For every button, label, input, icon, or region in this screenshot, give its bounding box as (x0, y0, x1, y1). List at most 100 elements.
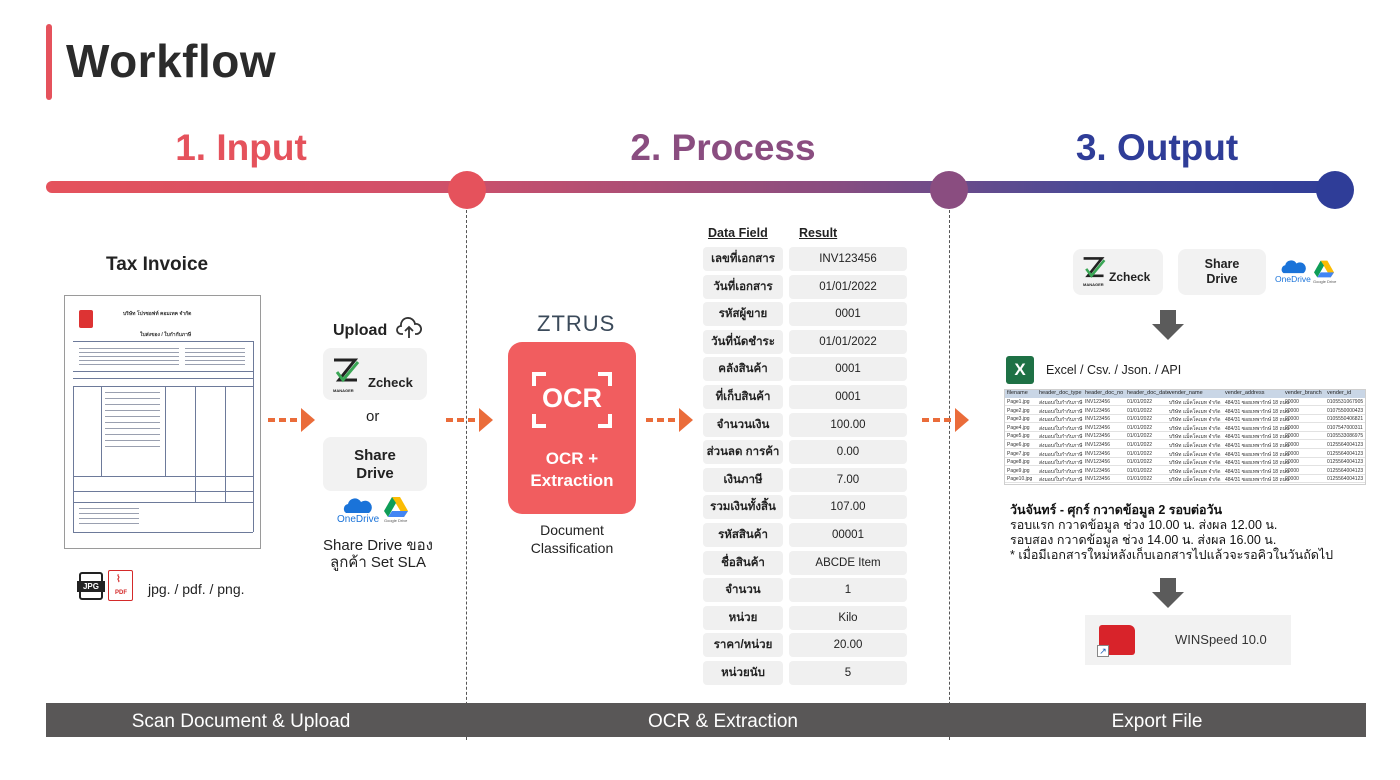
schedule-title: วันจันทร์ - ศุกร์ กวาดข้อมูล 2 รอบต่อวัน (1010, 503, 1223, 517)
upload-label: Upload (333, 322, 388, 339)
share-drive-output-line2: Drive (1206, 272, 1238, 286)
stage-divider-1 (466, 210, 467, 740)
sheet-cell: 01/01/2022 (1127, 467, 1153, 474)
sheet-cell: 484/31 ซอยเทพารักษ์ 18 ถนน (1225, 417, 1290, 424)
ocr-sub-line1: OCR + (545, 449, 599, 468)
stage-title-output: 3. Output (1075, 127, 1239, 168)
excel-glyph: X (1014, 360, 1026, 379)
data-field-result: 1 (789, 578, 907, 603)
doc-classification-line2: Classification (530, 540, 614, 556)
sheet-column-header: vender_address (1225, 390, 1265, 396)
sheet-column-header: vender_name (1169, 390, 1203, 396)
sheet-cell: Page5.jpg (1007, 433, 1030, 440)
share-drive-source-button[interactable]: Share Drive (323, 437, 427, 491)
sheet-cell: 00000 (1285, 416, 1299, 423)
sheet-cell: INV123456 (1085, 442, 1111, 448)
zcheck-output-button[interactable]: MANAGER Zcheck (1073, 249, 1163, 295)
sheet-cell: Page6.jpg (1007, 442, 1030, 448)
data-field-name: หน่วยนับ (703, 661, 783, 685)
sheet-cell: 0105531067905 (1327, 399, 1364, 405)
data-field-name: วันที่เอกสาร (703, 274, 783, 299)
data-field-result: 20.00 (789, 633, 907, 658)
sheet-cell: บริษัท แม็คโคเมท จำกัด (1169, 408, 1221, 415)
data-field-result: 5 (789, 661, 907, 685)
jpg-badge: JPG (77, 581, 105, 592)
zcheck-output-label: Zcheck (1109, 270, 1151, 284)
sheet-cell: INV123456 (1085, 399, 1111, 405)
sheet-cell: ส่งมอบ/ใบกำกับภาษี (1039, 417, 1083, 424)
export-formats-label: Excel / Csv. / Json. / API (1046, 363, 1182, 377)
winspeed-target: ↗ WINSpeed 10.0 (1085, 615, 1291, 665)
sheet-cell: บริษัท แม็คโคเมท จำกัด (1169, 460, 1221, 467)
sheet-cell: INV123456 (1085, 416, 1111, 423)
data-field-result: 0001 (789, 385, 907, 409)
zcheck-manager-text: MANAGER (1083, 282, 1104, 287)
sheet-cell: 01/01/2022 (1127, 416, 1153, 423)
data-field-result: 107.00 (789, 495, 907, 520)
sheet-cell: 00000 (1285, 424, 1299, 431)
invoice-rule (73, 476, 253, 477)
title-accent-bar (46, 24, 52, 100)
timeline-node-output (930, 171, 968, 209)
data-field-result: 00001 (789, 523, 907, 547)
sheet-cell: 00000 (1285, 433, 1299, 440)
flow-arrow-3 (646, 408, 694, 432)
footer-output-label: Export File (1111, 711, 1203, 732)
sheet-cell: บริษัท แม็คโคเมท จำกัด (1169, 443, 1221, 449)
ocr-sub-line2: Extraction (530, 471, 614, 490)
sheet-cell: Page9.jpg (1007, 467, 1030, 474)
invoice-company: บริษัท โปรซอฟท์ คอมเทค จำกัด (123, 311, 192, 317)
sheet-cell: ส่งมอบ/ใบกำกับภาษี (1039, 400, 1083, 406)
stage-divider-2 (949, 210, 950, 740)
sheet-cell: INV123456 (1085, 407, 1111, 414)
invoice-text-lines (105, 392, 160, 452)
data-field-name: หน่วย (703, 605, 783, 630)
schedule-line-1: รอบแรก กวาดข้อมูล ช่วง 10.00 น. ส่งผล 12… (1010, 518, 1278, 532)
sheet-cell: 00000 (1285, 407, 1299, 414)
sheet-cell: ส่งมอบ/ใบกำกับภาษี (1039, 443, 1083, 449)
data-field-name: วันที่นัดชำระ (703, 329, 783, 354)
result-header: Result (799, 226, 838, 240)
share-drive-label: Share Drive (323, 447, 427, 483)
or-label: or (366, 408, 380, 425)
sheet-cell: Page2.jpg (1007, 407, 1030, 414)
google-drive-icon (384, 497, 408, 517)
sheet-cell: 00000 (1285, 459, 1299, 466)
pdf-file-icon: ⌇ PDF (108, 570, 133, 601)
invoice-rule (225, 386, 226, 502)
doc-classification-line1: Document (540, 522, 604, 538)
down-arrow-2 (1152, 578, 1184, 610)
sheet-cell: Page7.jpg (1007, 450, 1030, 457)
sheet-cell: ส่งมอบ/ใบกำกับภาษี (1039, 451, 1083, 458)
share-drive-caption-line2: ลูกค้า Set SLA (330, 554, 426, 571)
stage-title-input: 1. Input (175, 127, 307, 168)
data-field-name: ราคา/หน่วย (703, 633, 783, 658)
sheet-cell: ส่งมอบ/ใบกำกับภาษี (1039, 408, 1083, 415)
sheet-cell: 0107550000423 (1327, 407, 1364, 414)
invoice-rule (73, 386, 74, 532)
sheet-cell: 484/31 ซอยเทพารักษ์ 18 ถนน (1225, 400, 1290, 406)
invoice-rule (73, 491, 253, 492)
footer-input-label: Scan Document & Upload (131, 711, 351, 732)
sheet-cell: 01/01/2022 (1127, 433, 1153, 440)
data-field-name: ชื่อสินค้า (703, 550, 783, 575)
data-field-name: เงินภาษี (703, 467, 783, 492)
sheet-cell: บริษัท แม็คโคเมท จำกัด (1169, 451, 1221, 458)
sheet-column-header: vender_id (1327, 390, 1352, 396)
google-drive-label: Google Drive (1313, 279, 1337, 284)
sheet-cell: 0105550406821 (1327, 416, 1364, 423)
ocr-label: OCR (542, 383, 602, 413)
share-drive-output-button[interactable]: Share Drive (1178, 249, 1266, 295)
zcheck-source-button[interactable]: MANAGER Zcheck (323, 348, 427, 400)
invoice-rule (101, 386, 102, 476)
data-field-result: ABCDE Item (789, 550, 907, 575)
